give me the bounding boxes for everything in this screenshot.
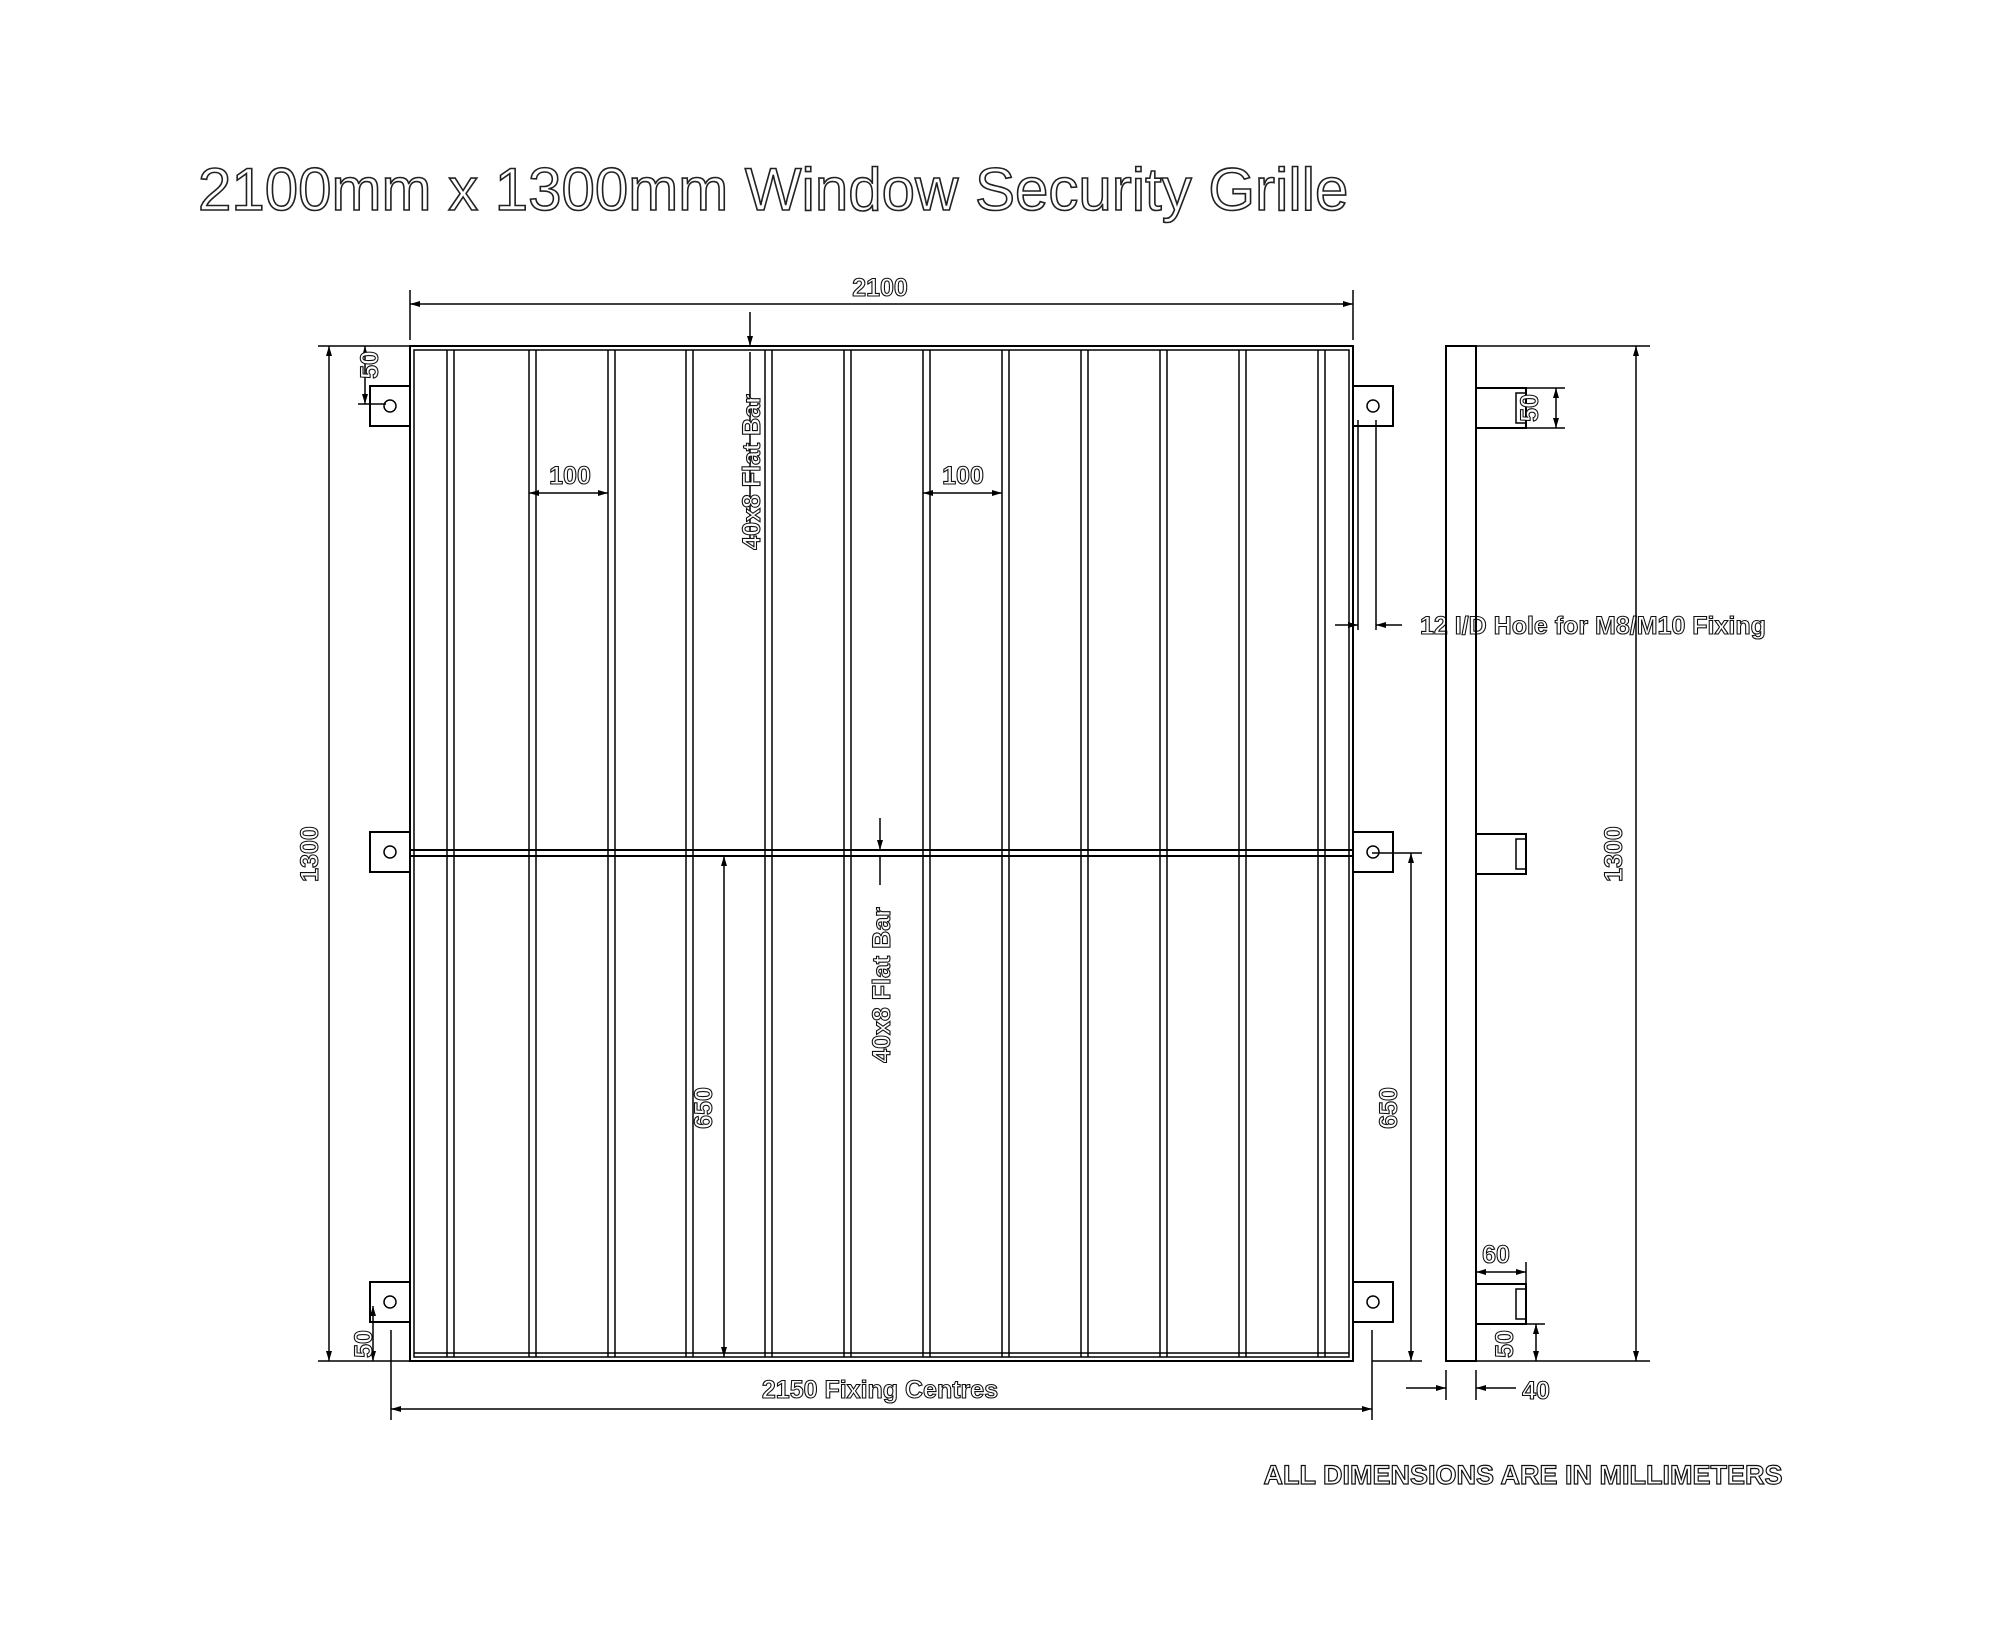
- fixing-lug-6: [1352, 1281, 1394, 1323]
- fixing-hole-6: [1366, 1295, 1380, 1309]
- dim-lug-projection: 60: [1476, 1240, 1527, 1284]
- hole-note-label: 12 I/D Hole for M8/M10 Fixing: [1420, 612, 1766, 640]
- top-flat-bar-label: 40x8 Flat Bar: [738, 394, 766, 550]
- dim-bar-spacing-right-label: 100: [942, 462, 984, 490]
- dim-overall-height-left: 1300: [295, 345, 410, 1362]
- dim-fixing-centres: 2150 Fixing Centres: [390, 1330, 1373, 1420]
- dim-bar-spacing-left: 100: [529, 461, 608, 496]
- dim-top-lug-offset: 50: [355, 346, 386, 405]
- dim-lower-half-right-label: 650: [1375, 1087, 1403, 1129]
- fixing-lug-2: [369, 831, 411, 873]
- fixing-lug-4: [1352, 385, 1394, 427]
- dim-side-top-lug: 50: [1515, 387, 1565, 429]
- fixing-lug-3: [369, 1281, 411, 1323]
- vertical-bars: [414, 350, 1349, 1357]
- dim-lower-half-right: 650: [1372, 852, 1422, 1362]
- dim-frame-depth: 40: [1406, 1370, 1550, 1406]
- side-elevation: [1445, 345, 1527, 1362]
- hole-callout: 12 I/D Hole for M8/M10 Fixing: [1335, 420, 1766, 641]
- fixing-hole-5: [1366, 845, 1380, 859]
- fixing-hole-1: [383, 399, 397, 413]
- dim-bottom-lug-offset-label: 50: [350, 1330, 378, 1358]
- dim-top-lug-offset-label: 50: [356, 351, 384, 379]
- dim-frame-depth-label: 40: [1522, 1377, 1550, 1405]
- dim-lower-half-center: 650: [689, 856, 727, 1357]
- fixing-lug-5: [1352, 831, 1394, 873]
- dim-side-bottom-lug-label: 50: [1491, 1330, 1519, 1358]
- dim-side-top-lug-label: 50: [1516, 394, 1544, 422]
- fixing-lug-1: [369, 385, 411, 427]
- grille-frame: [409, 345, 1354, 1362]
- top-flat-bar-callout: 40x8 Flat Bar: [737, 312, 767, 550]
- units-note: ALL DIMENSIONS ARE IN MILLIMETERS: [1263, 1460, 1782, 1490]
- fixing-hole-3: [383, 1295, 397, 1309]
- fixing-lugs: [369, 385, 1394, 1323]
- mid-flat-bar-callout: 40x8 Flat Bar: [867, 818, 897, 1063]
- dim-overall-height-right: 1300: [1476, 345, 1650, 1362]
- dim-overall-width: 2100: [409, 273, 1354, 340]
- fixing-hole-4: [1366, 399, 1380, 413]
- dim-fixing-centres-label: 2150 Fixing Centres: [762, 1376, 998, 1404]
- dim-overall-height-right-label: 1300: [1600, 826, 1628, 882]
- dim-lower-half-center-label: 650: [690, 1087, 718, 1129]
- dim-overall-height-left-label: 1300: [296, 826, 324, 882]
- dim-lug-projection-label: 60: [1482, 1241, 1510, 1269]
- drawing-title: 2100mm x 1300mm Window Security Grille: [198, 156, 1348, 223]
- dim-bar-spacing-left-label: 100: [549, 462, 591, 490]
- mid-flat-bar-label: 40x8 Flat Bar: [868, 907, 896, 1063]
- dim-overall-width-label: 2100: [852, 274, 908, 302]
- dim-side-bottom-lug: 50: [1490, 1323, 1545, 1361]
- dim-bar-spacing-right: 100: [923, 461, 1002, 496]
- dim-bottom-lug-offset: 50: [349, 1306, 379, 1361]
- fixing-hole-2: [383, 845, 397, 859]
